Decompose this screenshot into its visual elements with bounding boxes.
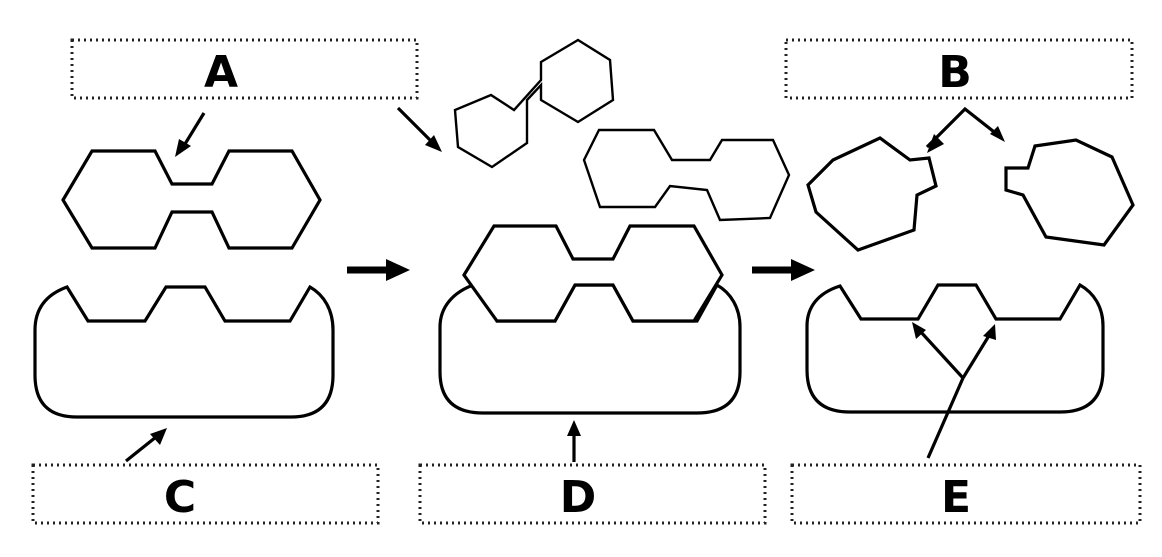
label-c: C (164, 472, 196, 523)
pointer-d-to-complex (567, 420, 581, 462)
product-left (806, 136, 938, 252)
product-right (1004, 138, 1135, 247)
label-box-a: A (70, 38, 419, 100)
label-d: D (560, 472, 597, 523)
substrate-molecule (61, 149, 322, 250)
pointer-a-to-other-molecule (396, 106, 442, 152)
label-box-d: D (418, 463, 767, 525)
process-arrow-2 (752, 259, 815, 281)
pointer-b-to-products (925, 106, 1005, 153)
pointer-c-to-enzyme (125, 428, 167, 463)
label-e: E (941, 472, 971, 523)
enzyme-panel-2 (438, 282, 742, 415)
enzyme-panel-3 (805, 282, 1105, 414)
label-box-b-frame (784, 38, 1134, 100)
label-box-c-frame (31, 463, 380, 525)
enzyme-panel-1 (33, 284, 335, 419)
pointer-e-to-active-site (912, 322, 996, 459)
other-molecule-upper (453, 38, 615, 169)
label-box-b: B (784, 38, 1134, 100)
bound-substrate (462, 224, 724, 323)
label-box-a-frame (70, 38, 419, 100)
label-box-c: C (31, 463, 380, 525)
label-box-e-frame (790, 463, 1142, 525)
process-arrow-1 (347, 259, 410, 281)
label-box-e: E (790, 463, 1142, 525)
other-molecule-right (582, 128, 791, 222)
label-a: A (204, 47, 238, 98)
pointer-a-to-substrate (175, 112, 206, 157)
label-b: B (938, 47, 972, 98)
label-box-d-frame (418, 463, 767, 525)
